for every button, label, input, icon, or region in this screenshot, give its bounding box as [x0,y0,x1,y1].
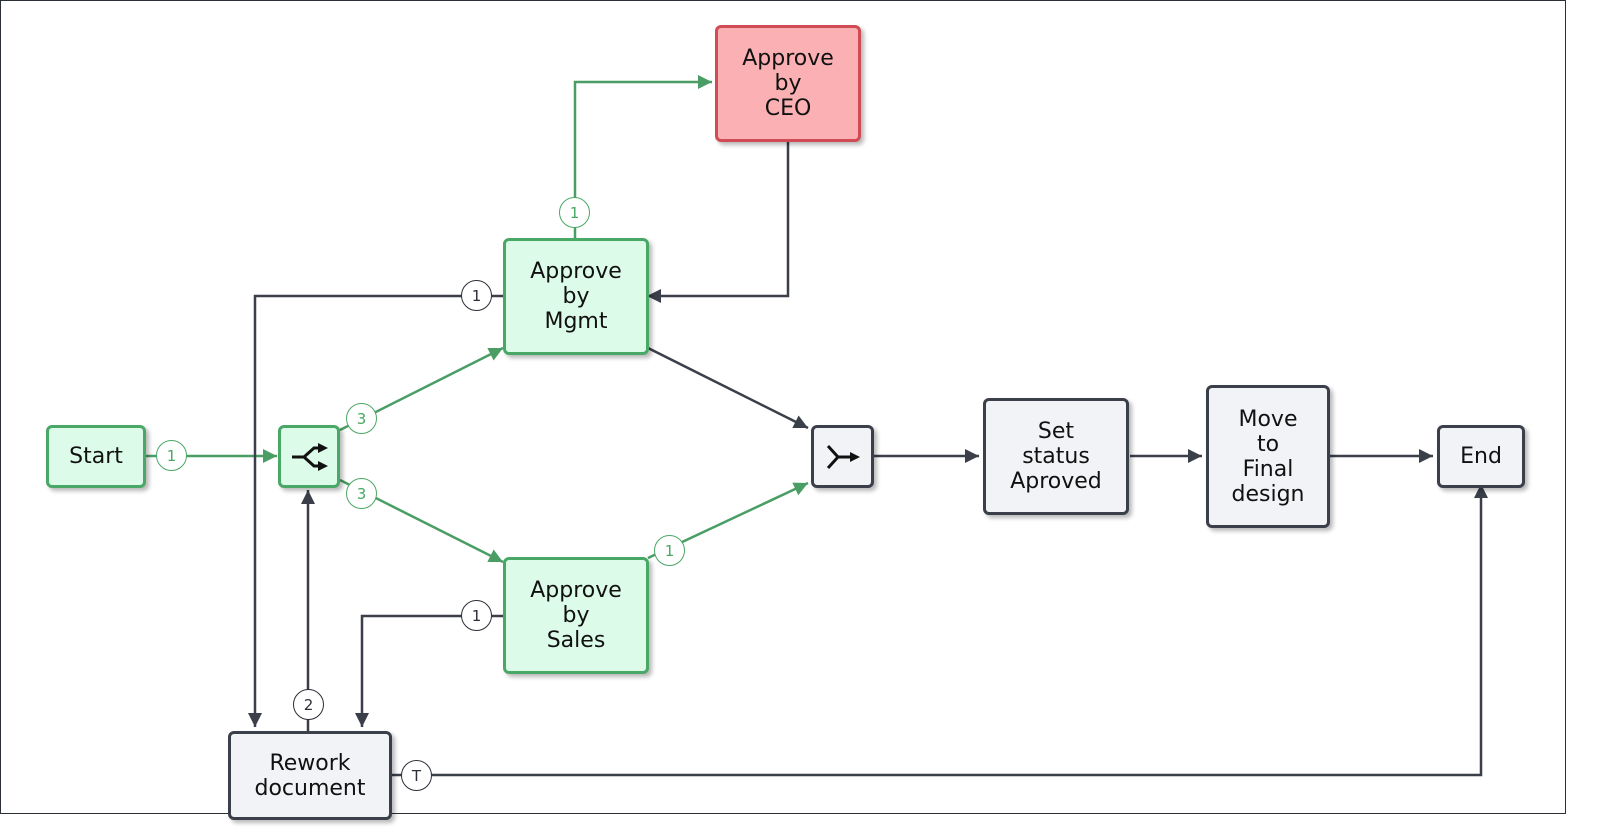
mgmt-to-rework-badge: 1 [461,280,492,311]
approve-by-sales-node[interactable]: Approve by Sales [503,557,649,674]
edge-mgmt-to-join [647,346,809,430]
rework-document-node[interactable]: Rework document [228,731,392,820]
edge-rework-to-end [392,484,1488,777]
join-icon [826,444,860,469]
mgmt-to-ceo-badge: 1 [559,197,590,228]
split-to-mgmt-badge: 3 [346,403,377,434]
start-out-badge: 1 [156,440,187,471]
split-icon [292,442,328,471]
diagram-frame [0,0,1566,814]
start-node[interactable]: Start [46,425,146,488]
edge-mgmt-to-ceo [573,75,712,238]
end-node[interactable]: End [1437,425,1525,488]
move-to-final-design-node[interactable]: Move to Final design [1206,385,1330,528]
rework-to-split-badge: 2 [293,689,324,720]
edge-sales-to-rework [355,614,503,727]
approve-by-ceo-node[interactable]: Approve by CEO [715,25,861,142]
sales-to-rework-badge: 1 [461,600,492,631]
set-status-approved-node[interactable]: Set status Aproved [983,398,1129,515]
approve-by-mgmt-node[interactable]: Approve by Mgmt [503,238,649,355]
edge-mgmt-to-rework [248,294,503,727]
edge-ceo-to-mgmt [647,142,790,303]
join-gateway[interactable] [811,425,874,488]
rework-to-end-badge: T [401,760,432,791]
sales-to-join-badge: 1 [654,535,685,566]
split-gateway[interactable] [278,425,340,488]
split-to-sales-badge: 3 [346,478,377,509]
